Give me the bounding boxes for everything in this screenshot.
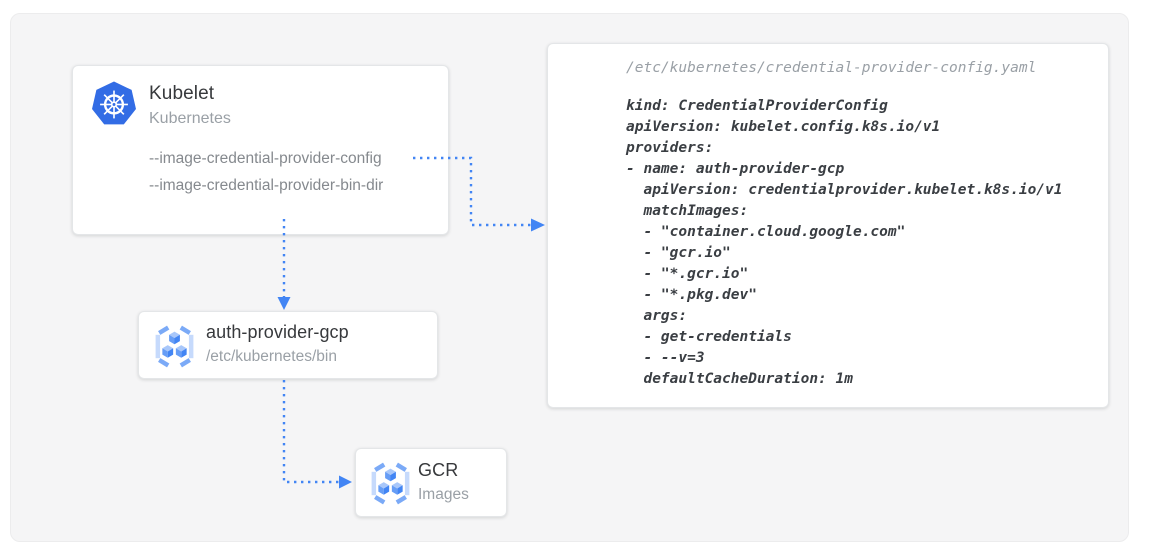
config-file-path: /etc/kubernetes/credential-provider-conf… — [626, 60, 1037, 76]
kubelet-node-card: Kubelet Kubernetes --image-credential-pr… — [72, 65, 449, 235]
auth-provider-node-title: auth-provider-gcp — [206, 322, 349, 342]
gcr-node-title: GCR — [418, 460, 459, 480]
kubelet-flag-bin-dir: --image-credential-provider-bin-dir — [149, 177, 384, 194]
kubelet-flag-config: --image-credential-provider-config — [149, 150, 382, 167]
gcr-node-card: GCR Images — [355, 448, 507, 517]
credential-provider-config-card: /etc/kubernetes/credential-provider-conf… — [547, 43, 1109, 408]
kubelet-node-subtitle: Kubernetes — [149, 110, 231, 127]
auth-provider-node-subtitle: /etc/kubernetes/bin — [206, 348, 337, 365]
gcr-registry-icon — [152, 324, 197, 369]
gcr-node-subtitle: Images — [418, 486, 469, 503]
auth-provider-node-card: auth-provider-gcp /etc/kubernetes/bin — [138, 311, 438, 379]
gcr-registry-icon — [368, 461, 413, 506]
kubelet-flag-list: --image-credential-provider-config --ima… — [149, 145, 383, 199]
config-file-contents: kind: CredentialProviderConfig apiVersio… — [626, 98, 1063, 387]
kubelet-node-title: Kubelet — [149, 83, 215, 104]
kubernetes-helm-icon — [90, 80, 138, 128]
